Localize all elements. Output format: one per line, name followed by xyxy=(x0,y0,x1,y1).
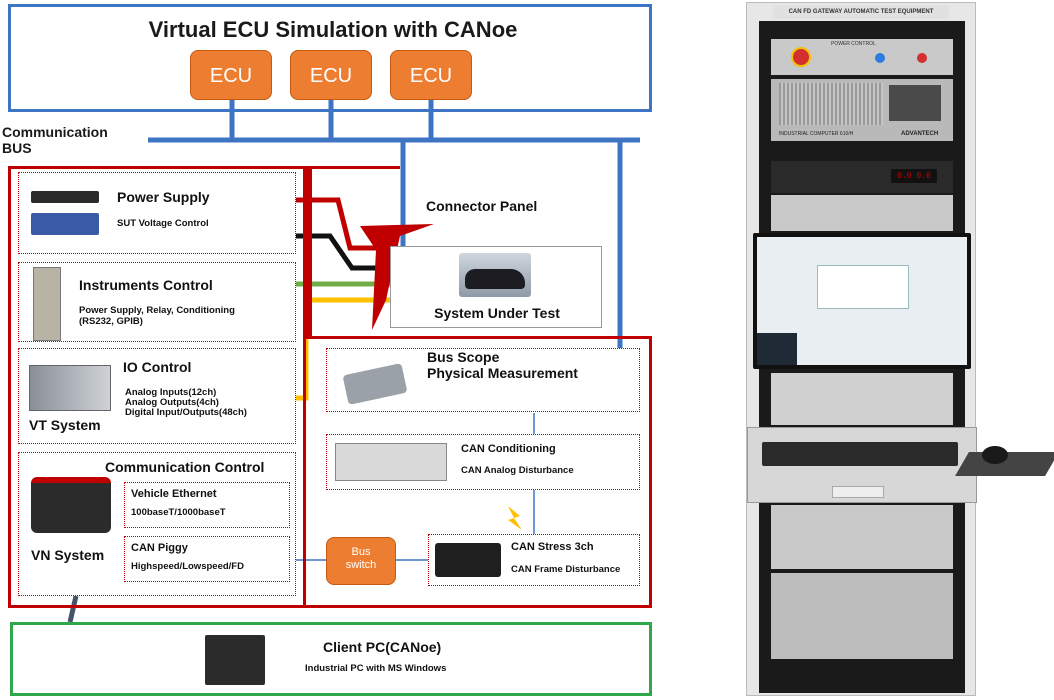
io-control-panel: IO Control Analog Inputs(12ch) Analog Ou… xyxy=(18,348,296,444)
rack-monitor xyxy=(753,233,971,369)
bus-switch: Bus switch xyxy=(326,537,396,585)
monitor-screen xyxy=(757,237,967,365)
instruments-desc-1: Power Supply, Relay, Conditioning xyxy=(79,305,235,316)
vt-system-icon xyxy=(29,365,111,411)
io-line-3: Digital Input/Outputs(48ch) xyxy=(125,407,247,418)
io-control-title: IO Control xyxy=(123,359,192,375)
rack-power-panel: POWER CONTROL xyxy=(771,39,953,75)
spark-icon xyxy=(508,506,522,530)
diagram-title: Virtual ECU Simulation with CANoe xyxy=(148,17,518,42)
yellow-wire xyxy=(296,297,392,401)
can-conditioning-desc: CAN Analog Disturbance xyxy=(461,465,574,476)
communication-bus-label: Communication BUS xyxy=(2,124,108,156)
industrial-pc-icon xyxy=(205,635,265,685)
vn-system-icon xyxy=(31,477,111,533)
sut-label: System Under Test xyxy=(434,305,560,321)
vehicle-ethernet-box: Vehicle Ethernet 100baseT/1000baseT xyxy=(124,482,290,528)
bus-scope-panel: Bus Scope Physical Measurement xyxy=(326,348,640,412)
instruments-desc-2: (RS232, GPIB) xyxy=(79,316,143,327)
instruments-panel: Instruments Control Power Supply, Relay,… xyxy=(18,262,296,342)
can-conditioning-title: CAN Conditioning xyxy=(461,443,556,455)
keyboard-drawer xyxy=(747,427,977,503)
conditioning-device-icon xyxy=(335,443,447,481)
mouse xyxy=(982,446,1008,464)
vt-system-label: VT System xyxy=(29,417,101,433)
bus-switch-line-2: switch xyxy=(345,559,377,571)
rack-connector-panel-1 xyxy=(771,505,953,569)
ecu-1: ECU xyxy=(190,50,272,100)
comm-control-title: Communication Control xyxy=(105,459,265,475)
vehicle-ethernet-desc: 100baseT/1000baseT xyxy=(131,507,226,518)
test-rack-photo: CAN FD GATEWAY AUTOMATIC TEST EQUIPMENT … xyxy=(746,2,977,696)
connector-panel-label: Connector Panel xyxy=(426,198,538,214)
bus-scope-line-1: Bus Scope xyxy=(427,349,500,365)
comm-bus-line-1: Communication xyxy=(2,124,108,140)
emergency-stop-button xyxy=(791,47,811,67)
client-pc-box: Client PC(CANoe) Industrial PC with MS W… xyxy=(10,622,652,696)
vehicle-ethernet-title: Vehicle Ethernet xyxy=(131,488,217,500)
scope-device-icon xyxy=(342,363,408,405)
sut-box: System Under Test xyxy=(390,246,602,328)
can-stress-title: CAN Stress 3ch xyxy=(511,541,594,553)
power-supply-device-icon xyxy=(31,191,99,203)
test-bench-frame-right xyxy=(303,336,652,608)
can-stress-desc: CAN Frame Disturbance xyxy=(511,564,621,575)
power-supply-title: Power Supply xyxy=(117,189,210,205)
can-piggy-title: CAN Piggy xyxy=(131,542,188,554)
rack-industrial-pc: INDUSTRIAL COMPUTER 610/H ADVANTECH xyxy=(771,79,953,141)
client-pc-desc: Industrial PC with MS Windows xyxy=(305,663,447,674)
power-supply-desc: SUT Voltage Control xyxy=(117,218,209,229)
rack-connector-panel-2 xyxy=(771,573,953,659)
instrument-module-icon xyxy=(33,267,61,341)
comm-bus-line-2: BUS xyxy=(2,140,32,156)
bus-scope-line-2: Physical Measurement xyxy=(427,365,578,381)
ecu-3: ECU xyxy=(390,50,472,100)
can-stress-device-icon xyxy=(435,543,501,577)
rack-top-label: CAN FD GATEWAY AUTOMATIC TEST EQUIPMENT xyxy=(773,5,949,19)
can-stress-panel: CAN Stress 3ch CAN Frame Disturbance xyxy=(428,534,640,586)
car-image xyxy=(459,253,531,297)
io-line-2: Analog Outputs(4ch) xyxy=(125,397,219,408)
black-wire xyxy=(296,233,392,271)
can-conditioning-panel: CAN Conditioning CAN Analog Disturbance xyxy=(326,434,640,490)
can-piggy-desc: Highspeed/Lowspeed/FD xyxy=(131,561,244,572)
bus-switch-line-1: Bus xyxy=(351,546,371,558)
power-supply-unit-icon xyxy=(31,213,99,235)
ecu-2: ECU xyxy=(290,50,372,100)
instruments-title: Instruments Control xyxy=(79,277,213,293)
keyboard xyxy=(762,442,958,466)
power-supply-panel: Power Supply SUT Voltage Control xyxy=(18,172,296,254)
rack-power-supply: 0.0 0.0 xyxy=(771,161,953,193)
red-wire xyxy=(296,197,392,251)
client-pc-title: Client PC(CANoe) xyxy=(323,639,442,655)
io-line-1: Analog Inputs(12ch) xyxy=(125,387,217,398)
connector-panel-shape xyxy=(360,224,434,330)
vn-system-label: VN System xyxy=(31,547,105,563)
can-piggy-box: CAN Piggy Highspeed/Lowspeed/FD xyxy=(124,536,290,582)
